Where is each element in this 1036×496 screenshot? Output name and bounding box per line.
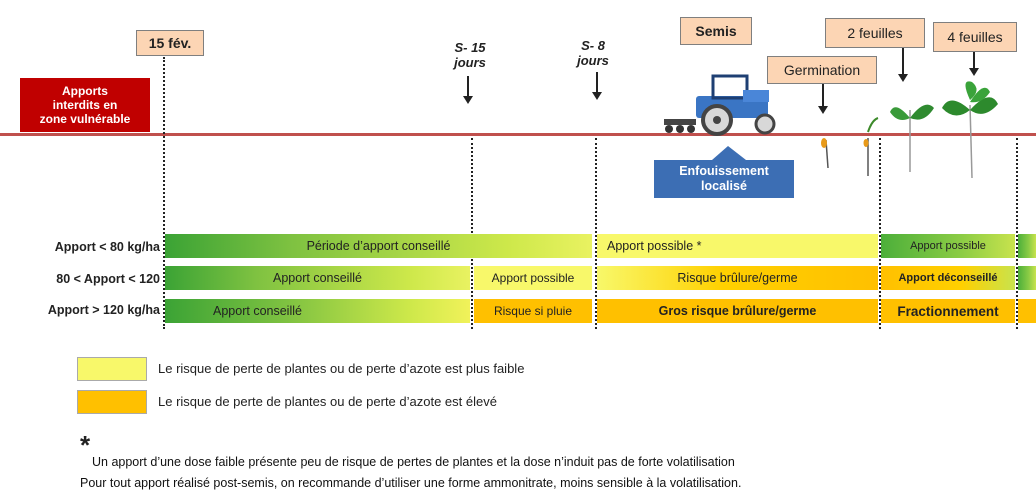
row-label-lt80: Apport < 80 kg/ha bbox=[54, 240, 160, 254]
timeline-illustrations bbox=[463, 48, 998, 179]
plant-4-feuilles-icon bbox=[942, 81, 998, 179]
marker-4-feuilles: 4 feuilles bbox=[933, 22, 1017, 52]
tractor-icon bbox=[664, 74, 776, 136]
legend-swatch-faible bbox=[77, 357, 147, 381]
cell-row2-apport-conseille: Apport conseillé bbox=[165, 266, 470, 290]
arrow-s-8-icon bbox=[592, 72, 602, 100]
marker-2-feuilles: 2 feuilles bbox=[825, 18, 925, 48]
footnote-line-2: Pour tout apport réalisé post-semis, on … bbox=[80, 476, 742, 490]
cell-row1-apport-possible: Apport possible bbox=[881, 234, 1015, 258]
arrow-s-15-icon bbox=[463, 76, 473, 104]
cell-row3-gros-risque-text: Gros risque brûlure/germe bbox=[658, 304, 817, 318]
marker-4-feuilles-label: 4 feuilles bbox=[947, 29, 1003, 45]
vline-15-fev bbox=[163, 57, 165, 329]
cell-row1-periode-conseille: Période d’apport conseillé bbox=[165, 234, 592, 258]
footnote-star: * bbox=[80, 430, 91, 460]
arrow-4-feuilles-icon bbox=[969, 52, 979, 76]
row-label-80-120: 80 < Apport < 120 bbox=[56, 272, 160, 286]
enfouissement-pointer-icon bbox=[712, 146, 746, 160]
arrow-2-feuilles-icon bbox=[898, 48, 908, 82]
cell-row2-risque-brulure-text: Risque brûlure/germe bbox=[677, 271, 798, 285]
legend-swatch-eleve bbox=[77, 390, 147, 414]
vline-2-feuilles bbox=[879, 138, 881, 329]
legend-text-eleve: Le risque de perte de plantes ou de pert… bbox=[158, 394, 497, 409]
apports-interdits-text: Apports interdits en zone vulnérable bbox=[39, 84, 131, 126]
legend-text-faible: Le risque de perte de plantes ou de pert… bbox=[158, 361, 525, 376]
cell-row3-apport-conseille-text: Apport conseillé bbox=[213, 304, 302, 318]
marker-s-8: S- 8 jours bbox=[577, 38, 609, 68]
cell-row2-tail bbox=[1018, 266, 1036, 290]
cell-row3-gros-risque: Gros risque brûlure/germe bbox=[597, 299, 878, 323]
cell-row3-risque-pluie: Risque si pluie bbox=[474, 299, 592, 323]
cell-row2-apport-deconseille-text: Apport déconseillé bbox=[898, 272, 998, 284]
germination-seed-icon bbox=[821, 138, 829, 169]
cell-row2-apport-possible: Apport possible bbox=[474, 266, 592, 290]
cell-row3-tail bbox=[1018, 299, 1036, 323]
marker-2-feuilles-label: 2 feuilles bbox=[847, 25, 903, 41]
vline-s-8 bbox=[595, 138, 597, 329]
cell-row1-apport-possible-star-text: Apport possible * bbox=[607, 239, 702, 253]
row-label-gt120: Apport > 120 kg/ha bbox=[47, 303, 160, 317]
vline-4-feuilles bbox=[1016, 138, 1018, 329]
soil-line bbox=[0, 133, 1036, 136]
cell-row3-apport-conseille: Apport conseillé bbox=[165, 299, 470, 323]
cell-row1-periode-conseille-text: Période d’apport conseillé bbox=[306, 239, 451, 253]
enfouissement-text: Enfouissement localisé bbox=[679, 164, 769, 193]
cell-row2-apport-conseille-text: Apport conseillé bbox=[273, 271, 362, 285]
marker-s-15: S- 15 jours bbox=[454, 40, 486, 70]
cell-row3-fractionnement: Fractionnement bbox=[881, 299, 1015, 323]
arrow-germination-icon bbox=[818, 84, 828, 114]
enfouissement-box: Enfouissement localisé bbox=[654, 160, 794, 198]
marker-semis: Semis bbox=[680, 17, 752, 45]
cell-row1-apport-possible-star: Apport possible * bbox=[597, 234, 878, 258]
marker-germination-label: Germination bbox=[783, 62, 861, 78]
cell-row3-risque-pluie-text: Risque si pluie bbox=[493, 304, 573, 318]
marker-germination: Germination bbox=[767, 56, 877, 84]
marker-15-fev-label: 15 fév. bbox=[148, 35, 192, 51]
cell-row1-tail bbox=[1018, 234, 1036, 258]
plant-2-feuilles-icon bbox=[890, 104, 934, 172]
cell-row2-apport-possible-text: Apport possible bbox=[491, 271, 575, 285]
marker-semis-label: Semis bbox=[695, 23, 737, 39]
apports-interdits-box: Apports interdits en zone vulnérable bbox=[20, 78, 150, 132]
footnote-line-1: Un apport d’une dose faible présente peu… bbox=[92, 455, 735, 469]
cell-row1-apport-possible-text: Apport possible bbox=[910, 240, 986, 252]
vline-s-15 bbox=[471, 138, 473, 329]
marker-15-fev: 15 fév. bbox=[136, 30, 204, 56]
sprout-icon bbox=[863, 117, 879, 176]
cell-row2-risque-brulure: Risque brûlure/germe bbox=[597, 266, 878, 290]
cell-row3-fractionnement-text: Fractionnement bbox=[897, 303, 999, 319]
cell-row2-apport-deconseille: Apport déconseillé bbox=[881, 266, 1015, 290]
